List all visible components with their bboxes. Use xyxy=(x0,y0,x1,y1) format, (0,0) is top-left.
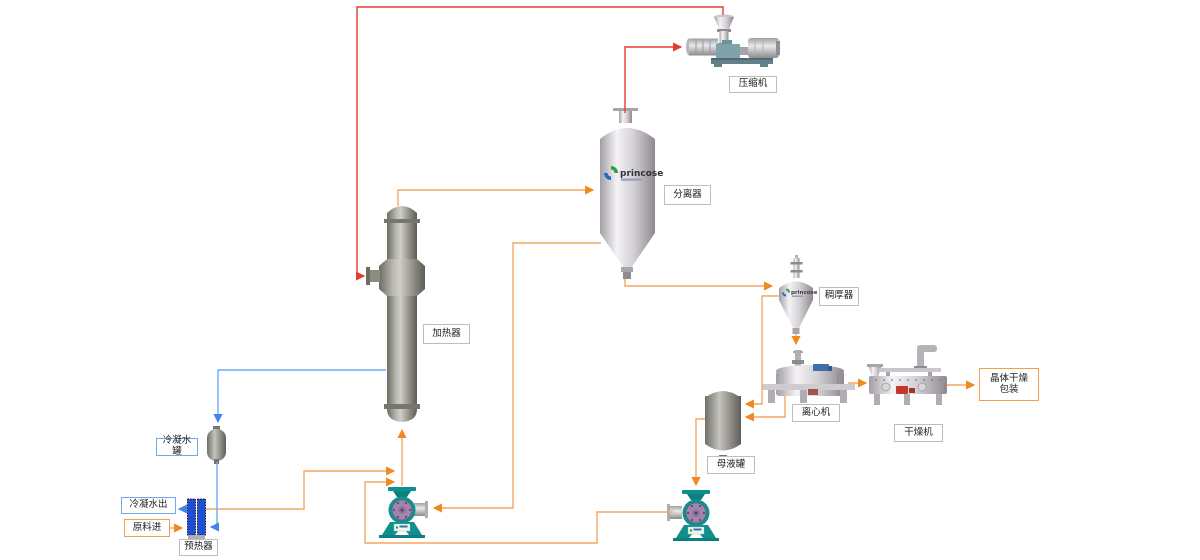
mother-liquor-pump xyxy=(667,490,719,541)
pipe-heater-to-separator xyxy=(397,185,595,206)
mother-liquor-tank-vessel xyxy=(705,391,741,459)
label-separator: 分离器 xyxy=(664,185,711,205)
brand-subtext-bar xyxy=(621,178,642,181)
label-condensate-tank: 冷凝水罐 xyxy=(156,435,198,457)
label-crystal-packaging-line2: 包装 xyxy=(999,383,1019,395)
heater-vessel xyxy=(366,206,425,422)
pipe-condensate-tank-to-preheater xyxy=(209,462,219,532)
pipe-vapor-compressor-to-heater xyxy=(356,6,724,281)
thickener-vessel: princose xyxy=(779,255,818,334)
label-condensate-out: 冷凝水出 xyxy=(121,497,176,514)
label-preheater: 预热器 xyxy=(179,539,218,556)
label-dryer: 干燥机 xyxy=(894,424,943,442)
pipe-separator-to-thickener xyxy=(624,279,774,291)
pipe-vapor-separator-to-compressor xyxy=(624,42,683,113)
label-heater: 加热器 xyxy=(423,324,470,344)
preheater-exchanger xyxy=(187,498,206,539)
label-crystal-packaging: 晶体干燥 包装 xyxy=(979,368,1039,401)
brand-name-text-small: princose xyxy=(791,290,818,296)
label-crystal-packaging-line1: 晶体干燥 xyxy=(989,372,1028,384)
pipe-preheater-feed-to-loop xyxy=(206,466,396,510)
pipe-mother-liquor-return xyxy=(364,477,673,544)
centrifuge-machine xyxy=(762,350,855,403)
label-feed-in: 原料进 xyxy=(124,519,170,537)
label-mother-liquor-tank: 母液罐 xyxy=(707,456,755,474)
pipe-separator-to-pump-suction xyxy=(432,242,601,513)
brand-name-text: princose xyxy=(620,169,663,179)
brand-logo-thickener: princose xyxy=(782,288,818,297)
pipe-heater-to-condensate-tank xyxy=(213,369,386,424)
compressor-machine xyxy=(686,14,780,67)
circulation-pump xyxy=(379,487,428,538)
label-thickener: 稠厚器 xyxy=(819,287,859,306)
condensate-tank-vessel xyxy=(207,426,226,464)
label-compressor: 压缩机 xyxy=(729,76,777,93)
separator-vessel: princose xyxy=(600,108,663,279)
brand-logo-separator: princose xyxy=(604,166,663,181)
pipe-tank-to-pump xyxy=(691,418,705,487)
pipe-thickener-to-tank xyxy=(744,295,779,409)
label-centrifuge: 离心机 xyxy=(792,404,840,422)
pipe-centrifuge-to-tank xyxy=(744,396,786,422)
dryer-machine xyxy=(867,345,947,405)
